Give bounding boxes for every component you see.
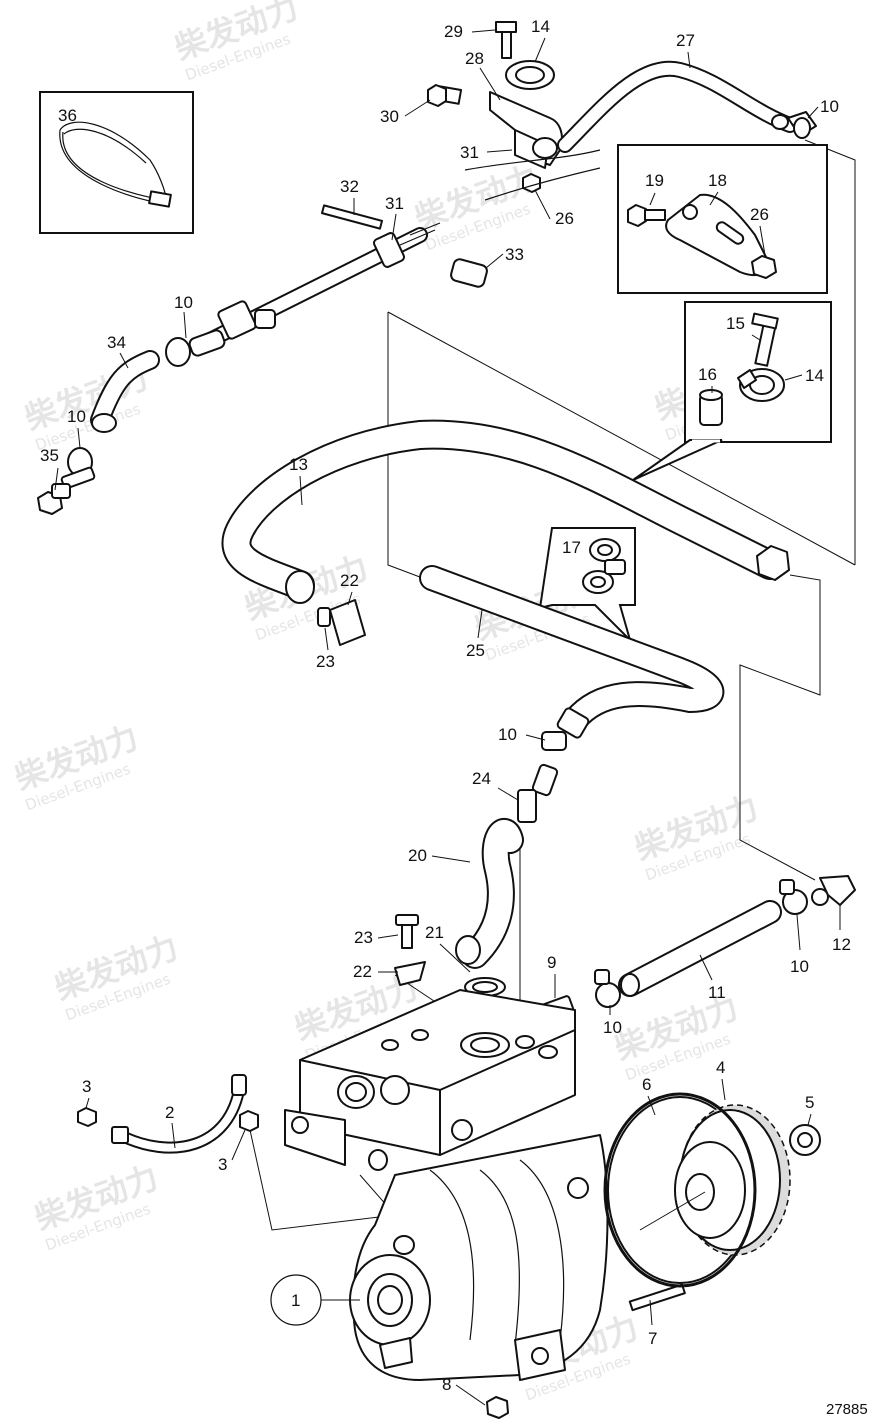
pipe-25: [419, 565, 725, 751]
callout-2: 2: [165, 1103, 174, 1122]
callout-34: 34: [107, 333, 126, 352]
reference-number: 27885: [826, 1401, 868, 1418]
callout-26: 26: [555, 209, 574, 228]
fitting-24: [517, 763, 559, 823]
detail-box-clamp: [632, 301, 832, 481]
callout-7: 7: [648, 1329, 657, 1348]
callout-35: 35: [40, 446, 59, 465]
compressor-head: [284, 989, 576, 1171]
callout-6: 6: [642, 1075, 651, 1094]
callout-3: 3: [218, 1155, 227, 1174]
pipe-2-assembly: [77, 1074, 259, 1154]
callout-22: 22: [353, 962, 372, 981]
gear-assembly: [486, 1096, 821, 1419]
callout-labels: 1 2 3 3 4 5 6 7 8 9 10 10 10 10 10 10 11…: [40, 17, 851, 1394]
callout-10: 10: [67, 407, 86, 426]
watermark: 柴发动力 Diesel-Engines: [630, 788, 763, 884]
detail-box-cable-tie: [39, 91, 194, 234]
callout-31: 31: [385, 194, 404, 213]
detail-box-bracket: [617, 144, 828, 294]
callout-17: 17: [562, 538, 581, 557]
pipe-13: [221, 419, 790, 604]
callout-22: 22: [340, 571, 359, 590]
callout-12: 12: [832, 935, 851, 954]
callout-19: 19: [645, 171, 664, 190]
callout-14: 14: [531, 17, 550, 36]
callout-18: 18: [708, 171, 727, 190]
watermark: 柴发动力 Diesel-Engines: [50, 928, 183, 1024]
callout-36: 36: [58, 106, 77, 125]
callout-20: 20: [408, 846, 427, 865]
callout-31: 31: [460, 143, 479, 162]
callout-13: 13: [289, 455, 308, 474]
callout-33: 33: [505, 245, 524, 264]
callout-10: 10: [498, 725, 517, 744]
o-ring-6: [603, 1092, 757, 1288]
callout-30: 30: [380, 107, 399, 126]
watermark: 柴发动力 Diesel-Engines: [410, 158, 543, 254]
callout-23: 23: [316, 652, 335, 671]
callout-5: 5: [805, 1093, 814, 1112]
callout-10: 10: [820, 97, 839, 116]
callout-26: 26: [750, 205, 769, 224]
callout-11: 11: [708, 983, 726, 1002]
callout-29: 29: [444, 22, 463, 41]
callout-leaders: [54, 29, 841, 1406]
callout-15: 15: [726, 314, 745, 333]
callout-10: 10: [790, 957, 809, 976]
hose-20: [455, 818, 524, 997]
callout-10: 10: [174, 293, 193, 312]
callout-8: 8: [442, 1375, 451, 1394]
bracket-22-23-lower: [394, 914, 426, 986]
compressor-body: [349, 1134, 609, 1381]
callout-25: 25: [466, 641, 485, 660]
bracket-22-23-upper: [317, 599, 366, 646]
callout-28: 28: [465, 49, 484, 68]
pipe-27: [557, 60, 817, 153]
callout-16: 16: [698, 365, 717, 384]
watermark: 柴发动力 Diesel-Engines: [30, 1158, 163, 1254]
callout-21: 21: [425, 923, 444, 942]
callout-3: 3: [82, 1077, 91, 1096]
callout-14: 14: [805, 366, 824, 385]
callout-9: 9: [547, 953, 556, 972]
callout-23: 23: [354, 928, 373, 947]
callout-32: 32: [340, 177, 359, 196]
callout-27: 27: [676, 31, 695, 50]
upper-bracket-assembly: [427, 21, 601, 201]
left-pipe-assembly: [37, 204, 488, 515]
callout-4: 4: [716, 1058, 725, 1077]
callout-10: 10: [603, 1018, 622, 1037]
callout-1: 1: [291, 1291, 300, 1310]
watermark: 柴发动力 Diesel-Engines: [610, 988, 743, 1084]
callout-24: 24: [472, 769, 491, 788]
watermark: 柴发动力 Diesel-Engines: [10, 718, 143, 814]
watermark: 柴发动力 Diesel-Engines: [170, 0, 303, 84]
